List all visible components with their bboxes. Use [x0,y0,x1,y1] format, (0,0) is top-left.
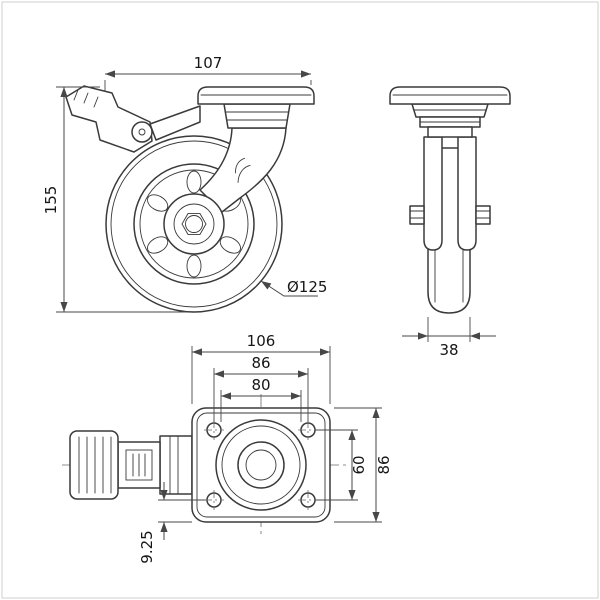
dim-wheel-diameter: Ø125 [260,278,327,297]
pedal-pad-ribs [78,436,112,494]
dim-38: 38 [402,317,496,359]
axle-hex-nut [181,213,207,235]
dim-107-label: 107 [194,54,223,72]
dim-155: 155 [42,86,186,313]
side-top-plate [197,86,315,105]
dim-80-label: 80 [251,376,270,394]
side-hub [163,193,225,255]
brake-pedal-arm [65,85,153,153]
front-top-plate [389,86,511,105]
pedal-pad [69,430,119,500]
brand-mark [235,157,251,183]
dim-38-label: 38 [439,341,458,359]
dim-106: 106 [191,332,331,404]
dim-60-label: 60 [350,455,368,474]
dim-155-label: 155 [42,186,60,215]
dim-86-vertical: 86 [334,407,393,523]
bolt-holes [204,420,318,510]
dim-86-horizontal: 86 [213,354,309,422]
dim-86-vertical-label: 86 [375,455,393,474]
pedal-label-marks [132,453,146,477]
pedal-hinge-block [159,435,193,495]
brake-link [149,105,201,141]
pedal-tread-ticks [73,89,99,108]
wheel-spoke-slots [147,170,241,278]
side-view: 107 155 Ø125 [42,54,327,313]
dim-107: 107 [104,54,312,92]
swivel-raceway-circles [215,419,307,511]
dim-60: 60 [315,429,368,501]
plan-brake-pedal [69,430,193,500]
plan-view: 106 86 80 60 86 [62,332,393,564]
front-fork-legs [423,136,477,251]
dim-wheel-diameter-label: Ø125 [287,278,327,296]
front-view: 38 [389,86,511,359]
side-brake-pedal [65,85,201,153]
front-swivel-housing [411,103,489,138]
brake-pivot [131,121,153,143]
side-wheel [105,135,283,313]
front-axle-nuts [409,205,491,225]
dim-9-25-label: 9.25 [138,530,156,563]
plan-mounting-plate [191,407,331,523]
dim-106-label: 106 [247,332,276,350]
pedal-label-plate [125,449,153,481]
dim-80: 80 [220,376,302,422]
dim-9-25: 9.25 [138,482,206,564]
dim-86-horizontal-label: 86 [251,354,270,372]
side-swivel-housing [223,103,291,129]
